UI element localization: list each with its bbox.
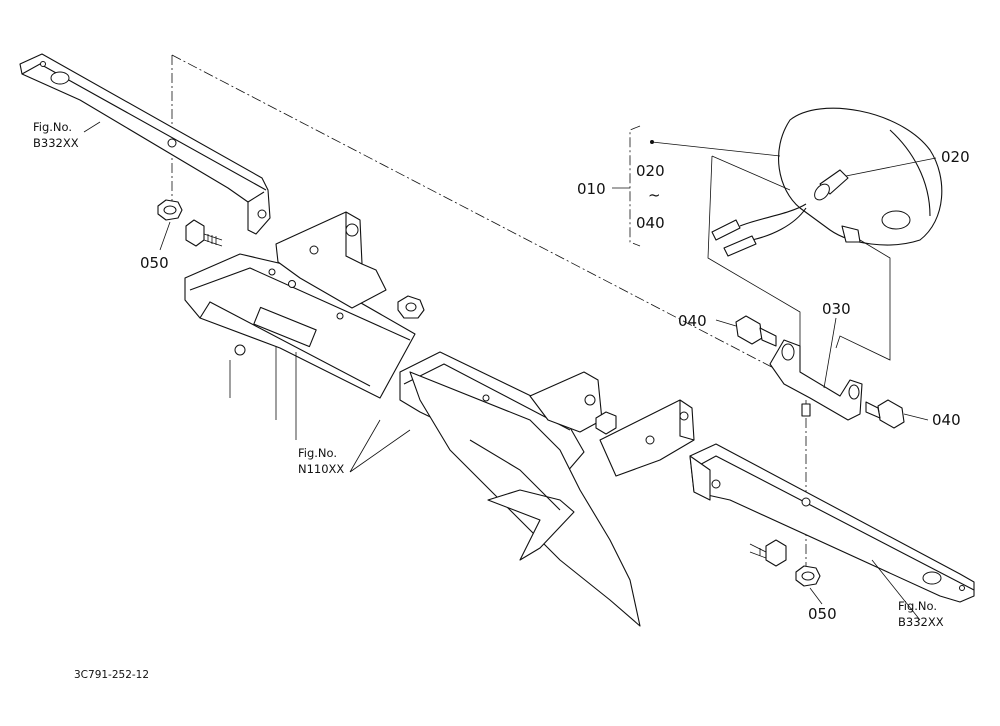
leader-050a — [159, 221, 171, 251]
bolt-right — [749, 539, 787, 567]
group-bracket — [629, 125, 641, 247]
leader-fig3 — [871, 559, 921, 621]
beam-bracket-upper — [275, 211, 387, 309]
callout-040-right: 040 — [932, 411, 961, 429]
bolt-left — [185, 219, 223, 247]
callout-010: 010 — [577, 180, 606, 198]
right-stay-bar — [689, 443, 975, 603]
leader-050b — [809, 587, 823, 605]
leader-030 — [823, 317, 837, 389]
callout-040-range-end: 040 — [636, 214, 665, 232]
lamp-guide-right — [835, 239, 891, 361]
leader-fig2 — [349, 419, 411, 473]
callout-050-right: 050 — [808, 605, 837, 623]
fig-ref-1-number: B332XX — [33, 136, 79, 150]
main-beam-left — [184, 253, 416, 399]
lamp-bolt-right — [865, 399, 905, 429]
center-bracket — [529, 371, 617, 435]
lamp-bulb — [814, 169, 849, 201]
lamp-bolt-left — [735, 315, 777, 347]
assembly-centerline — [171, 54, 813, 389]
lamp-bracket — [769, 339, 863, 421]
leader-040b — [903, 413, 929, 421]
drawing-code: 3C791-252-12 — [74, 669, 149, 681]
fig-ref-2-label: Fig.No. — [298, 446, 337, 460]
range-tilde: ~ — [648, 186, 661, 204]
blade-shoe — [409, 371, 641, 627]
callout-030: 030 — [822, 300, 851, 318]
lamp-leader — [651, 141, 781, 157]
fig-ref-1-label: Fig.No. — [33, 120, 72, 134]
flange-nut-right — [795, 565, 821, 587]
fig-ref-3-number: B332XX — [898, 615, 944, 629]
beam-nut — [397, 295, 425, 319]
fig-ref-2-number: N110XX — [298, 462, 344, 476]
leader-040a — [715, 319, 737, 327]
left-stay-bar — [19, 53, 271, 235]
callout-050-left: 050 — [140, 254, 169, 272]
leader-fig1 — [83, 121, 101, 133]
lamp-wiring — [711, 203, 807, 257]
right-arm-bracket — [599, 399, 695, 477]
callout-040-left: 040 — [678, 312, 707, 330]
flange-nut-left — [157, 199, 183, 221]
work-lamp — [778, 107, 943, 246]
callout-020-range-start: 020 — [636, 162, 665, 180]
callout-020: 020 — [941, 148, 970, 166]
leader-020 — [845, 157, 937, 177]
fig-ref-3-label: Fig.No. — [898, 599, 937, 613]
beam-support-lines — [229, 346, 297, 440]
lamp-guide-left — [707, 155, 801, 348]
